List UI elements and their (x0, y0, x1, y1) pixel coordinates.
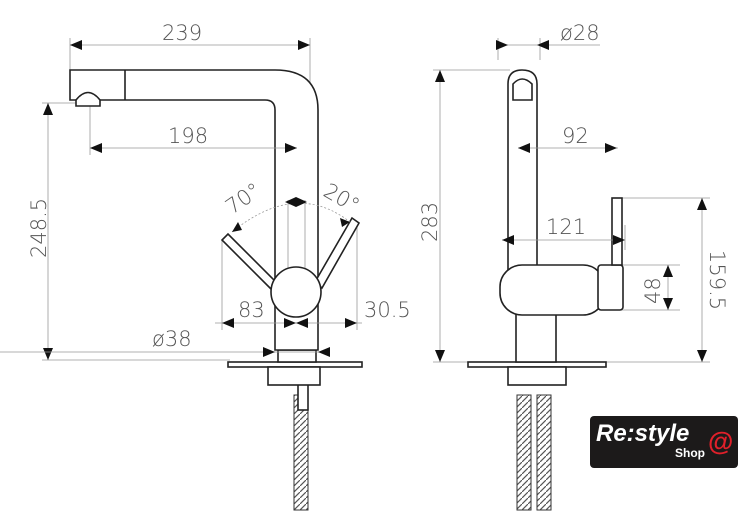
dim-159-5: 159.5 (705, 250, 729, 310)
dim-198: 198 (168, 124, 208, 148)
dim-dia-38: ø38 (152, 327, 192, 351)
dim-83: 83 (238, 298, 265, 322)
angle-20: 20° (320, 179, 364, 218)
restyle-shop-logo: Re:style Shop @ (590, 416, 738, 468)
logo-text: Re:style (596, 420, 690, 447)
pipe (507, 69, 538, 271)
dim-239: 239 (162, 21, 202, 45)
logo-subtext: Shop (675, 446, 705, 460)
dim-121: 121 (546, 215, 586, 239)
handle-right (313, 216, 361, 290)
dim-248-5: 248.5 (27, 198, 51, 258)
supply-hose (516, 394, 532, 511)
supply-hose (293, 394, 309, 511)
handle-hub (270, 266, 322, 318)
dim-48: 48 (641, 277, 665, 304)
side-view: ø28 92 121 283 159.5 48 (418, 21, 729, 511)
dim-92: 92 (562, 124, 589, 148)
handle-left (220, 232, 280, 292)
cart-at-icon: @ (708, 426, 734, 456)
dim-dia-28: ø28 (560, 21, 600, 45)
dim-30-5: 30.5 (364, 298, 411, 322)
body (499, 264, 606, 316)
dim-283: 283 (418, 202, 442, 242)
lever (611, 197, 623, 266)
supply-hose (536, 394, 552, 511)
angle-70: 70° (221, 178, 265, 219)
front-view: 239 198 248.5 70° 20° 83 30.5 ø38 (0, 21, 411, 511)
